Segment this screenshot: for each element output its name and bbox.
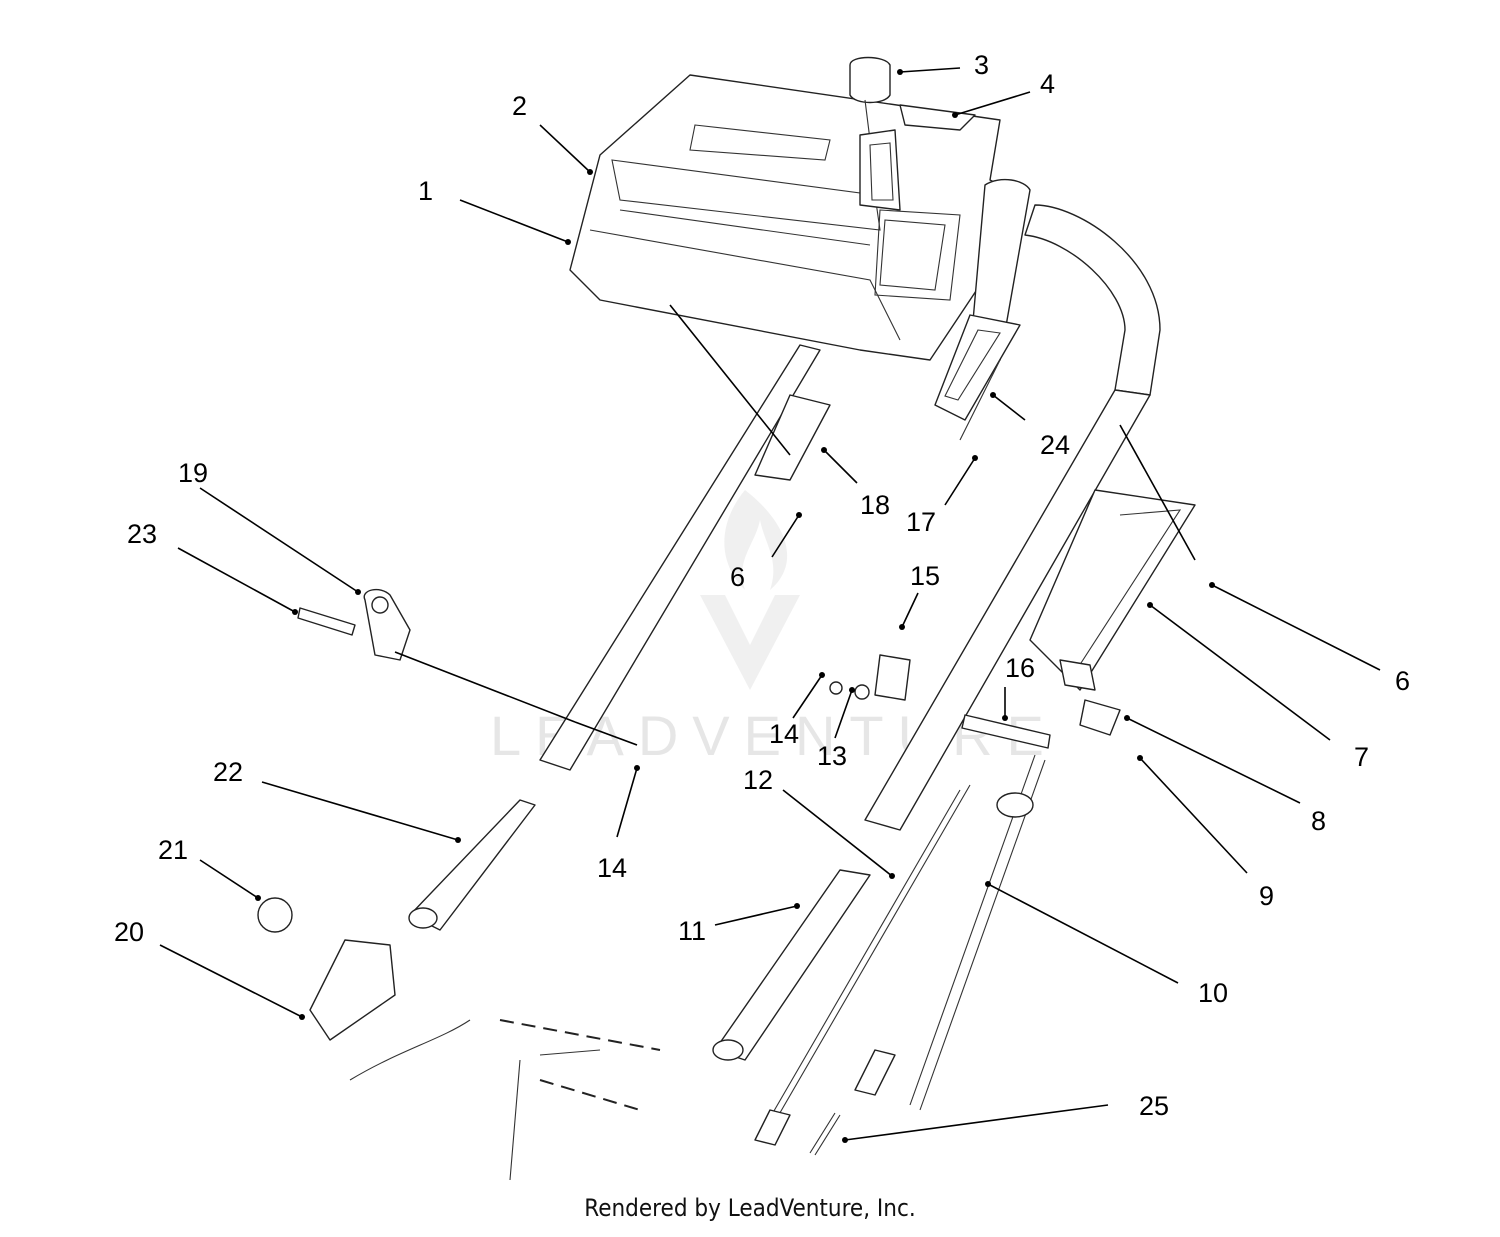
callout-12: 12	[743, 765, 773, 795]
part-21-knob	[257, 897, 293, 933]
part-20-lever	[309, 939, 396, 1041]
part-8-clip	[1079, 699, 1121, 736]
callout-4: 4	[1040, 69, 1055, 99]
handle-tubes-drawing	[539, 344, 1151, 831]
callout-10: 10	[1198, 978, 1228, 1008]
callout-24: 24	[1040, 430, 1070, 460]
callout-labels: 1 2 3 4 6 6 7 8 9 10 11 12 13 14 14 15 1…	[114, 50, 1410, 1121]
deck-fragment	[349, 1019, 661, 1181]
callout-6-right: 6	[1395, 666, 1410, 696]
render-credit: Rendered by LeadVenture, Inc.	[584, 1194, 916, 1222]
callout-19: 19	[178, 458, 208, 488]
callout-16: 16	[1005, 653, 1035, 683]
callout-23: 23	[127, 519, 157, 549]
callout-3: 3	[974, 50, 989, 80]
watermark-logo	[700, 490, 800, 690]
callout-13: 13	[817, 741, 847, 771]
part-24-plate	[934, 314, 1021, 421]
callout-22: 22	[213, 757, 243, 787]
callout-20: 20	[114, 917, 144, 947]
callout-1: 1	[418, 176, 433, 206]
callout-8: 8	[1311, 806, 1326, 836]
leader-lines	[159, 67, 1381, 1143]
part-25-spring	[809, 1112, 841, 1156]
callout-14-lower: 14	[597, 853, 627, 883]
callout-11: 11	[678, 916, 706, 946]
callout-15: 15	[910, 561, 940, 591]
callout-7: 7	[1354, 742, 1369, 772]
callout-9: 9	[1259, 881, 1274, 911]
part-22-tube	[409, 799, 536, 931]
cable-drawing	[754, 754, 1046, 1146]
callout-14-center: 14	[769, 719, 799, 749]
part-14-nut	[854, 684, 870, 700]
callout-18: 18	[860, 490, 890, 520]
control-panel-drawing	[569, 56, 1161, 396]
part-18-bracket	[754, 394, 831, 481]
part-23-bolt	[297, 607, 356, 636]
part-11-tube	[714, 869, 871, 1061]
callout-17: 17	[906, 507, 936, 537]
callout-6-left: 6	[730, 562, 745, 592]
callout-21: 21	[158, 835, 188, 865]
part-13-washer	[829, 681, 843, 695]
callout-2: 2	[512, 91, 527, 121]
callout-25: 25	[1139, 1091, 1169, 1121]
part-16-bolt	[961, 714, 1051, 749]
part-15-clip	[874, 654, 911, 701]
part-19-bracket	[363, 588, 411, 661]
